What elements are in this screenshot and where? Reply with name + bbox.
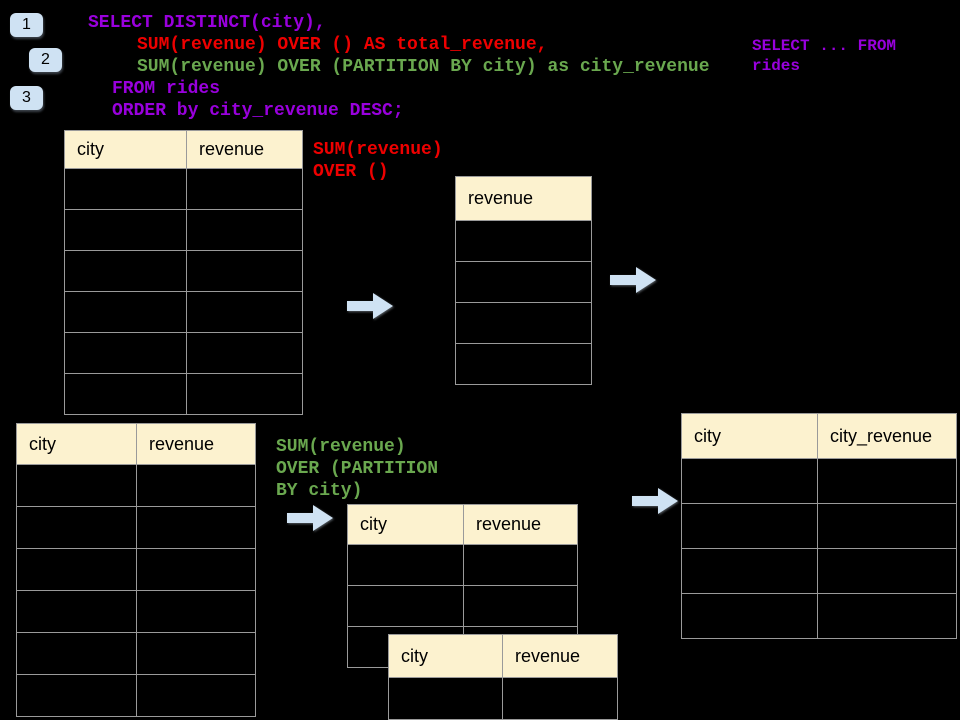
table-row	[17, 590, 255, 632]
annotation-partition-line-1: SUM(revenue)	[276, 437, 406, 457]
table-row	[65, 168, 302, 209]
sql-line-order: ORDER by city_revenue DESC;	[112, 101, 404, 121]
header-cell-city: city	[17, 424, 137, 464]
table-row	[65, 291, 302, 332]
flow-arrow-icon	[347, 293, 393, 319]
table-row	[682, 458, 956, 503]
table-partition-input: city revenue	[347, 504, 578, 668]
table-row	[456, 220, 591, 261]
header-cell-revenue: revenue	[468, 188, 534, 208]
annotation-partition-line-3: BY city)	[276, 481, 363, 501]
table-row	[348, 585, 577, 626]
table-row	[65, 209, 302, 250]
header-cell-revenue: revenue	[199, 139, 265, 159]
sql-line-from: FROM rides	[112, 79, 221, 99]
table-row	[682, 548, 956, 593]
header-cell-revenue: revenue	[476, 514, 542, 534]
header-cell-city: city	[682, 414, 818, 458]
sql-line-sum-total: SUM(revenue) OVER () AS total_revenue,	[137, 35, 548, 55]
table-row	[682, 593, 956, 638]
table-row	[65, 250, 302, 291]
annotation-total-line-2: OVER ()	[313, 162, 389, 182]
side-note-line-2: rides	[752, 57, 801, 75]
table-row	[17, 464, 255, 506]
table-row	[17, 506, 255, 548]
header-cell-city: city	[348, 505, 464, 544]
annotation-total-line-1: SUM(revenue)	[313, 140, 443, 160]
flow-arrow-icon	[632, 488, 678, 514]
table-source-bottom: city revenue	[16, 423, 256, 717]
annotation-partition-line-2: OVER (PARTITION	[276, 459, 439, 479]
table-row	[17, 674, 255, 716]
header-cell-city: city	[389, 635, 503, 677]
step-badge-3: 3	[10, 86, 43, 110]
table-row	[456, 302, 591, 343]
table-row	[17, 632, 255, 674]
flow-arrow-icon	[610, 267, 656, 293]
step-badge-1: 1	[10, 13, 43, 37]
step-badge-2: 2	[29, 48, 62, 72]
table-source-top: city revenue	[64, 130, 303, 415]
side-note-line-1: SELECT ... FROM	[752, 37, 897, 55]
table-row	[456, 343, 591, 384]
header-cell-revenue: revenue	[149, 433, 215, 454]
header-cell-city: city	[65, 131, 187, 168]
sql-line-select: SELECT DISTINCT(city),	[88, 13, 326, 33]
table-row	[65, 332, 302, 373]
flow-arrow-icon	[287, 505, 333, 531]
table-total-result: revenue	[455, 176, 592, 385]
table-partition-overlay: city revenue	[388, 634, 618, 720]
header-cell-revenue: revenue	[515, 645, 581, 666]
table-row	[348, 544, 577, 585]
table-final-result: city city_revenue	[681, 413, 957, 639]
table-row	[17, 548, 255, 590]
table-row	[65, 373, 302, 414]
table-row	[682, 503, 956, 548]
table-row	[389, 677, 617, 719]
header-cell-city-revenue: city_revenue	[830, 425, 933, 446]
sql-line-sum-partition: SUM(revenue) OVER (PARTITION BY city) as…	[137, 57, 710, 77]
table-row	[456, 261, 591, 302]
